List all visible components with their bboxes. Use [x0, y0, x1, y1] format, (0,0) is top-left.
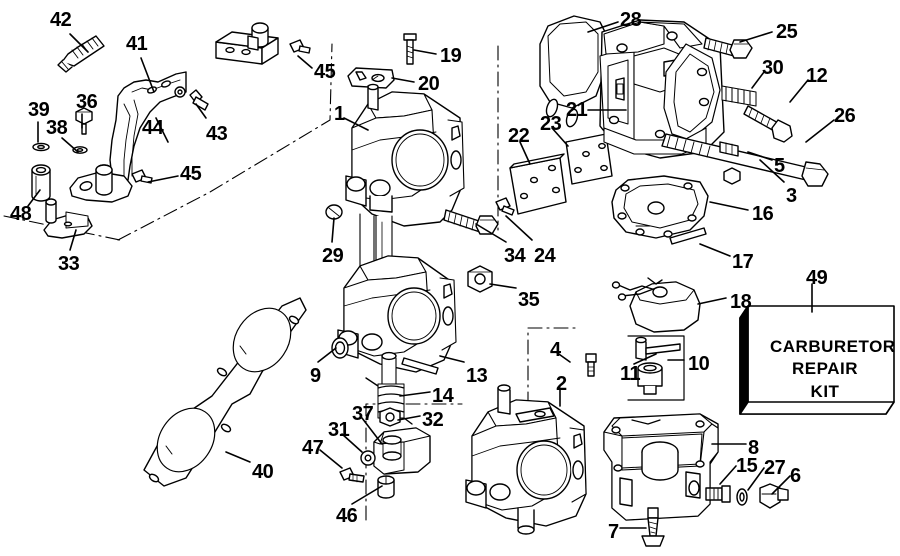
callout-2: 2: [556, 373, 567, 395]
leader-line-45: [297, 55, 313, 69]
leader-line-48: [27, 189, 41, 207]
leader-line-27: [747, 467, 765, 491]
leader-line-42: [69, 33, 89, 53]
leader-line-9: [317, 347, 337, 363]
callout-43: 43: [206, 123, 228, 145]
leader-line-18: [697, 297, 727, 305]
callout-21: 21: [566, 99, 588, 121]
callout-10: 10: [688, 353, 710, 375]
leader-line-6: [771, 475, 791, 495]
callout-14: 14: [432, 385, 454, 407]
callout-30: 30: [762, 57, 784, 79]
callout-18: 18: [730, 291, 752, 313]
callout-32: 32: [422, 409, 444, 431]
callout-25: 25: [776, 21, 798, 43]
leader-line-47: [319, 449, 343, 469]
carburetor-repair-kit-label: CARBURETOR REPAIR KIT: [770, 336, 896, 403]
callout-22: 22: [508, 125, 530, 147]
leader-line-30: [751, 71, 765, 89]
leader-line-3: [759, 159, 785, 183]
leader-line-31: [341, 433, 363, 453]
leader-line-33: [69, 229, 77, 251]
leader-line-29: [331, 217, 335, 243]
kit-label-line-3: KIT: [810, 381, 840, 401]
callout-34: 34: [504, 245, 526, 267]
leader-line-32: [397, 415, 421, 421]
callout-15: 15: [736, 455, 758, 477]
callout-47: 47: [302, 437, 324, 459]
callout-16: 16: [752, 203, 774, 225]
callout-28: 28: [620, 9, 642, 31]
callout-8: 8: [748, 437, 759, 459]
callout-40: 40: [252, 461, 274, 483]
callout-31: 31: [328, 419, 350, 441]
leader-line-11: [633, 353, 657, 365]
leader-line-28: [587, 21, 619, 33]
leader-line-20: [391, 77, 415, 83]
callout-13: 13: [466, 365, 488, 387]
leader-line-37: [361, 417, 383, 445]
callout-45: 45: [314, 61, 336, 83]
leader-line-25: [739, 31, 773, 43]
callout-27: 27: [764, 457, 786, 479]
callout-44: 44: [142, 117, 164, 139]
callout-9: 9: [310, 365, 321, 387]
callout-36: 36: [76, 91, 98, 113]
callout-39: 39: [28, 99, 50, 121]
callout-12: 12: [806, 65, 828, 87]
leader-line-23: [551, 127, 569, 147]
leader-line-43: [195, 103, 207, 119]
callout-41: 41: [126, 33, 148, 55]
leader-line-5: [747, 151, 773, 161]
callout-37: 37: [352, 403, 374, 425]
leader-line-46: [351, 485, 383, 505]
leader-line-26: [805, 119, 835, 143]
callout-29: 29: [322, 245, 344, 267]
callout-4: 4: [550, 339, 561, 361]
leader-line-22: [519, 141, 531, 165]
leader-line-40: [225, 451, 251, 463]
callout-26: 26: [834, 105, 856, 127]
callout-42: 42: [50, 9, 72, 31]
kit-label-line-1: CARBURETOR: [770, 337, 896, 356]
leader-line-41: [140, 57, 155, 93]
callout-17: 17: [732, 251, 754, 273]
leader-line-44: [155, 117, 169, 143]
kit-label-line-2: REPAIR: [792, 359, 858, 379]
callout-49: 49: [806, 267, 828, 289]
leader-line-1: [343, 117, 369, 131]
callout-20: 20: [418, 73, 440, 95]
leader-line-14: [399, 391, 431, 397]
callout-35: 35: [518, 289, 540, 311]
leader-line-13: [439, 355, 465, 363]
callout-11: 11: [620, 363, 641, 385]
leader-line-24: [505, 215, 533, 241]
leader-line-38: [61, 137, 79, 153]
callout-23: 23: [540, 113, 562, 135]
leader-line-15: [719, 465, 737, 485]
callout-33: 33: [58, 253, 80, 275]
callout-24: 24: [534, 245, 556, 267]
callout-48: 48: [10, 203, 32, 225]
callout-19: 19: [440, 45, 462, 67]
callout-7: 7: [608, 521, 619, 543]
leader-line-12: [789, 79, 809, 103]
callout-38: 38: [46, 117, 68, 139]
leader-line-4: [555, 351, 571, 363]
leader-line-16: [709, 201, 749, 211]
callout-45: 45: [180, 163, 202, 185]
callout-1: 1: [334, 103, 345, 125]
leader-line-19: [413, 49, 437, 55]
leader-line-34: [475, 223, 507, 243]
callout-3: 3: [786, 185, 797, 207]
leader-line-35: [489, 283, 517, 289]
callout-5: 5: [774, 155, 785, 177]
leader-line-45: [147, 175, 179, 183]
callout-46: 46: [336, 505, 358, 527]
callout-6: 6: [790, 465, 801, 487]
leader-line-17: [699, 243, 731, 257]
